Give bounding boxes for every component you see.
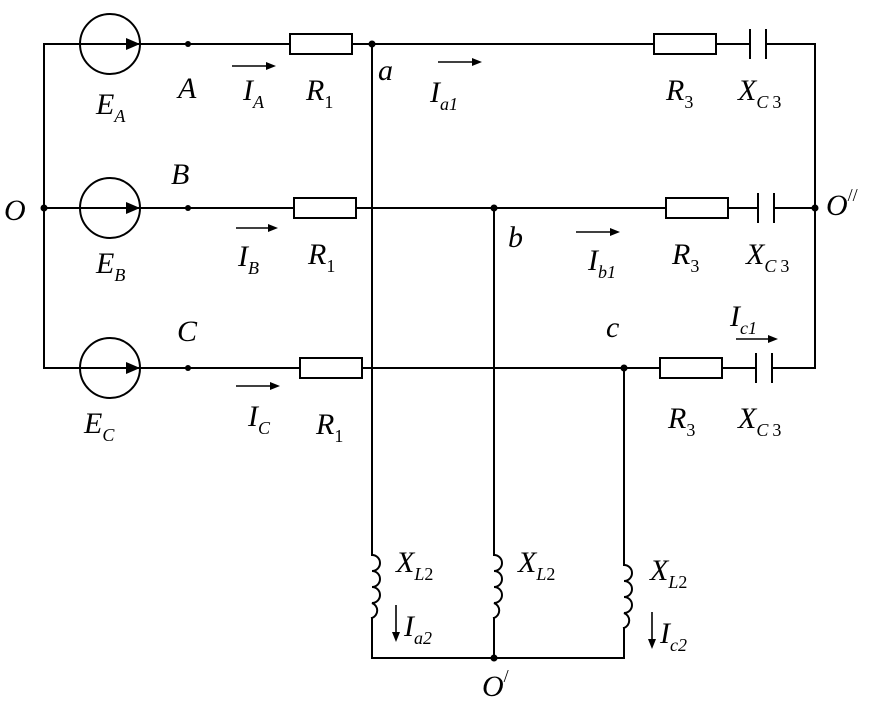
label-node-o-dprime: O// (826, 185, 858, 222)
label-ic: IC (247, 400, 271, 438)
inductor-xl2-a (370, 553, 381, 620)
label-xl2-c: XL2 (649, 554, 687, 592)
source-ec-arrow-icon (126, 362, 140, 374)
junction-a (368, 40, 376, 48)
resistor-r1-b (293, 197, 357, 219)
junction-b-terminal (185, 205, 191, 211)
resistor-r3-a (653, 33, 717, 55)
label-r1-b: R1 (307, 238, 335, 276)
junction-o-prime (490, 654, 498, 662)
junction-a-terminal (185, 41, 191, 47)
label-ic1: Ic1 (729, 300, 757, 338)
label-r1-a: R1 (305, 74, 333, 112)
label-node-A: A (176, 72, 197, 105)
junction-b (490, 204, 498, 212)
source-ea-arrow-icon (126, 38, 140, 50)
capacitor-xc3-a (749, 29, 767, 59)
label-node-B: B (171, 158, 189, 191)
label-node-o-prime: O/ (482, 666, 509, 703)
source-ea (79, 13, 141, 75)
resistor-r1-c (299, 357, 363, 379)
label-ia2: Ia2 (403, 610, 432, 648)
wires (43, 43, 816, 659)
junction-c-terminal (185, 365, 191, 371)
source-eb (79, 177, 141, 239)
label-node-a: a (378, 54, 393, 87)
label-xl2-b: XL2 (517, 546, 555, 584)
capacitor-xc3-c (755, 353, 773, 383)
label-ea: EA (95, 88, 126, 126)
label-ic2: Ic2 (659, 617, 687, 655)
junction-c (620, 364, 628, 372)
label-ia1: Ia1 (429, 76, 458, 114)
label-xl2-a: XL2 (395, 546, 433, 584)
resistor-r1-a (289, 33, 353, 55)
inductor-xl2-c (622, 563, 633, 630)
label-r3-a: R3 (665, 74, 693, 112)
capacitor-xc3-b (757, 193, 775, 223)
label-r3-c: R3 (667, 402, 695, 440)
junction-o-dprime (811, 204, 819, 212)
label-eb: EB (95, 247, 125, 285)
current-arrows (232, 58, 778, 649)
inductor-xl2-b (492, 553, 503, 620)
label-ec: EC (83, 407, 115, 445)
junction-o (40, 204, 48, 212)
label-ib: IB (237, 240, 259, 278)
label-ib1: Ib1 (587, 244, 616, 282)
resistor-r3-c (659, 357, 723, 379)
label-node-o: O (4, 194, 26, 227)
label-r3-b: R3 (671, 238, 699, 276)
source-eb-arrow-icon (126, 202, 140, 214)
label-node-C: C (177, 315, 198, 348)
label-ia: IA (242, 74, 265, 112)
label-r1-c: R1 (315, 408, 343, 446)
label-node-c: c (606, 311, 619, 344)
source-ec (79, 337, 141, 399)
label-node-b: b (508, 221, 523, 254)
resistor-r3-b (665, 197, 729, 219)
